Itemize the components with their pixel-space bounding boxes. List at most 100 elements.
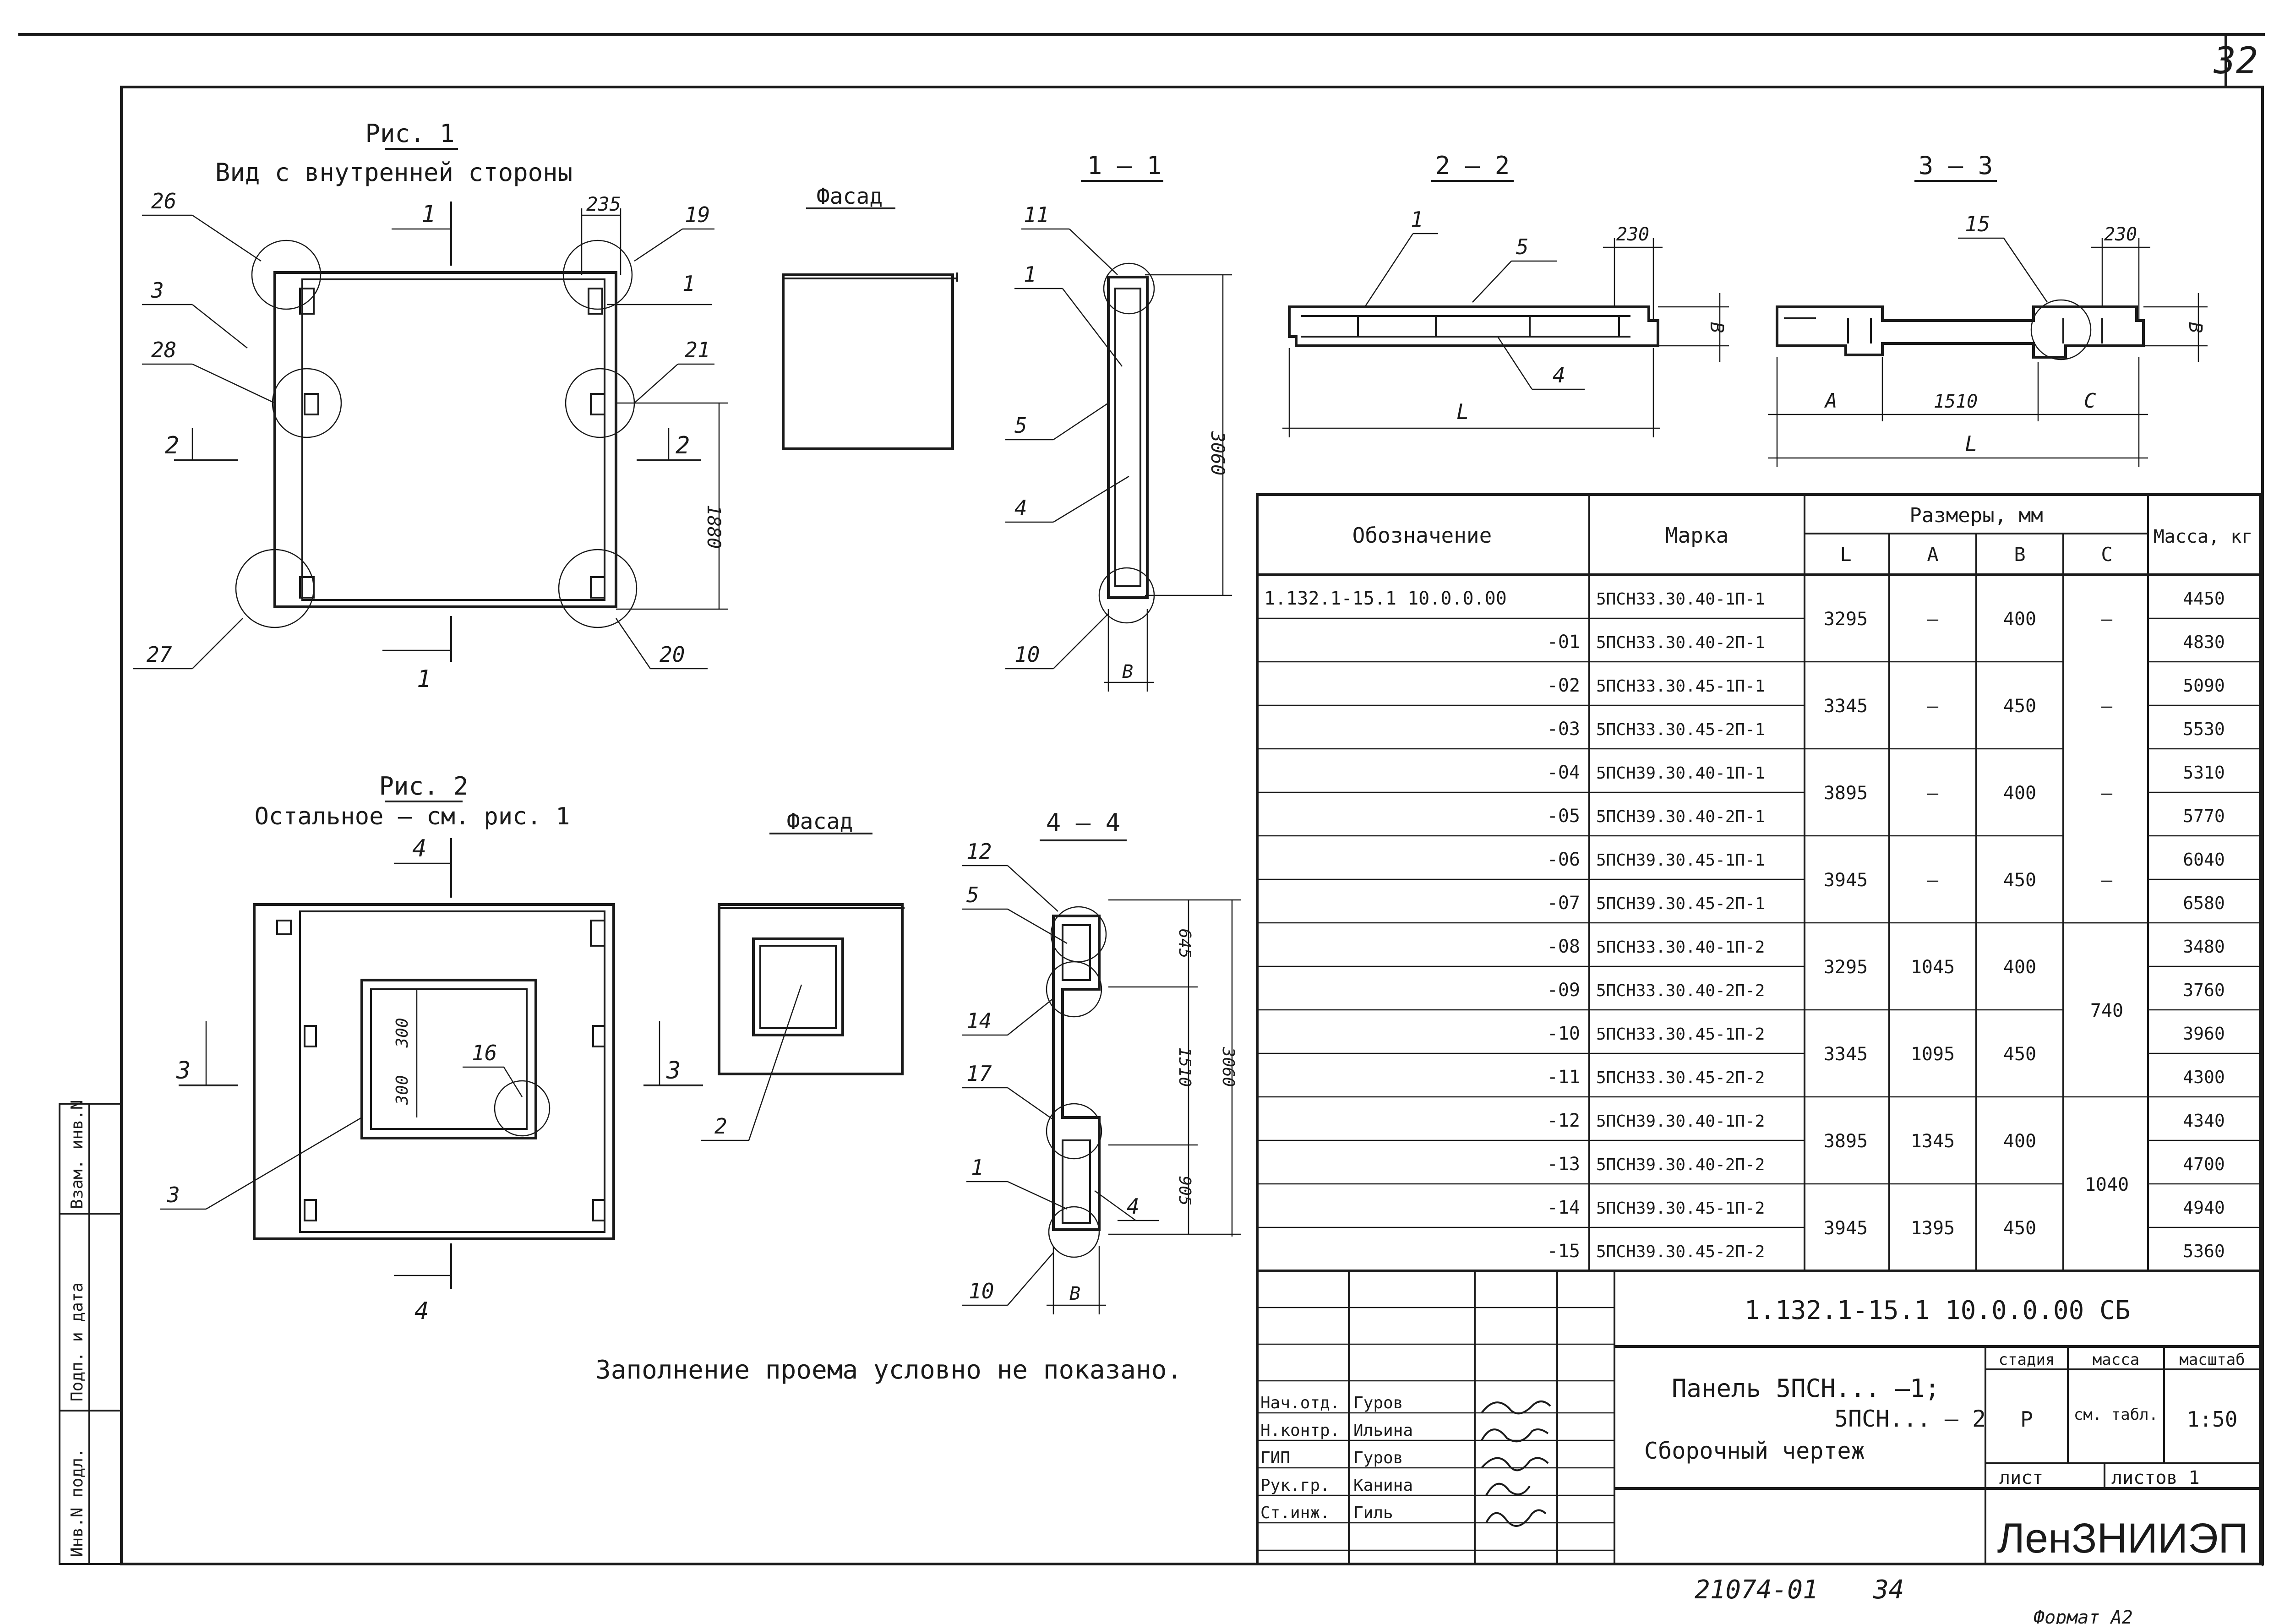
stage-value: Р — [2020, 1407, 2033, 1432]
fig1-dim-235: 235 — [586, 193, 621, 215]
page-number: 32 — [2214, 39, 2258, 82]
section11-callout-1: 1 — [1024, 262, 1036, 287]
person-name: Гуров — [1353, 1394, 1403, 1412]
figure-1: Рис. 1 Вид с внутренней стороны 235 1880 — [133, 119, 728, 693]
stamp-label-3: Взам. инв.N — [68, 1100, 87, 1209]
section33-dim-1510: 1510 — [1934, 391, 1978, 412]
table-cell-mark: 5ПСН39.30.45-2П-1 — [1596, 894, 1765, 913]
person-role: Н.контр. — [1260, 1421, 1340, 1440]
table-cell-mark: 5ПСН33.30.45-1П-1 — [1596, 677, 1765, 696]
fig1-callout-27: 27 — [147, 642, 172, 667]
fig1-dim-1880: 1880 — [703, 505, 724, 549]
section44-callout-4: 4 — [1127, 1194, 1140, 1219]
table-cell-l: 3295 — [1824, 609, 1868, 630]
table-cell-designation: -10 — [1547, 1023, 1580, 1044]
bottom-num: 34 — [1873, 1575, 1904, 1605]
scale-label: масштаб — [2179, 1351, 2245, 1369]
table-cell-b: 450 — [2003, 696, 2036, 717]
table-cell-a: 1345 — [1911, 1131, 1955, 1152]
table-cell-b: 400 — [2003, 957, 2036, 978]
table-cell-mass: 5770 — [2183, 806, 2225, 826]
section33-dim-c: С — [2084, 389, 2096, 413]
table-cell-mark: 5ПСН39.30.45-1П-1 — [1596, 851, 1765, 870]
section11-callout-11: 11 — [1024, 202, 1049, 227]
section44-callout-5: 5 — [966, 883, 979, 907]
table-cell-mark: 5ПСН33.30.40-1П-1 — [1596, 590, 1765, 609]
section33-dim-l: L — [1965, 431, 1978, 456]
table-cell-l: 3945 — [1824, 1218, 1868, 1239]
table-cell-mass: 6580 — [2183, 893, 2225, 913]
bottom-format: Формат А2 — [2034, 1607, 2133, 1624]
table-cell-a: 1045 — [1911, 957, 1955, 978]
table-cell-a: — — [1927, 609, 1939, 630]
section22-callout-4: 4 — [1553, 363, 1565, 387]
fig2-sec3-right: 3 — [666, 1057, 681, 1084]
spec-table: 1.132.1-15.1 10.0.0.00 5ПСН33.30.40-1П-1 4… — [1256, 493, 2262, 1272]
table-cell-mark: 5ПСН33.30.45-1П-2 — [1596, 1025, 1765, 1044]
section33-callout-15: 15 — [1965, 212, 1990, 236]
fig2-dim-300a: 300 — [393, 1018, 412, 1048]
table-cell-l: 3945 — [1824, 870, 1868, 891]
table-cell-mark: 5ПСН39.30.40-2П-2 — [1596, 1155, 1765, 1174]
fig1-callout-28: 28 — [151, 338, 176, 362]
section22-callout-5: 5 — [1516, 234, 1529, 259]
table-cell-designation: 1.132.1-15.1 10.0.0.00 — [1264, 588, 1507, 609]
table-cell-mark: 5ПСН39.30.45-2П-2 — [1596, 1243, 1765, 1261]
note-text: Заполнение проема условно не показано. — [595, 1355, 1182, 1385]
th-B: В — [2014, 543, 2025, 566]
table-cell-designation: -08 — [1547, 936, 1580, 957]
table-cell-mass: 4940 — [2183, 1198, 2225, 1218]
section11-title: 1 – 1 — [1087, 151, 1162, 180]
fig2-sec3-left: 3 — [176, 1057, 191, 1084]
table-cell-designation: -09 — [1547, 980, 1580, 1001]
table-cell-mark: 5ПСН39.30.40-2П-1 — [1596, 807, 1765, 826]
stage-label: стадия — [1999, 1351, 2055, 1369]
section33-dim-230: 230 — [2104, 224, 2137, 245]
section44-callout-10: 10 — [969, 1279, 994, 1303]
signature-2 — [1481, 1428, 1549, 1443]
title-line3: Сборочный чертеж — [1644, 1438, 1865, 1464]
signature-1 — [1481, 1401, 1551, 1415]
section-4-4: 4 – 4 645 1510 905 3060 В 12 5 14 17 1 1 — [962, 808, 1241, 1314]
fig1-subtitle: Вид с внутренней стороны — [215, 158, 572, 187]
table-cell-mass: 5530 — [2183, 719, 2225, 739]
section44-dim-905: 905 — [1175, 1176, 1194, 1205]
table-cell-a: — — [1927, 870, 1939, 891]
table-cell-b: 450 — [2003, 1044, 2036, 1065]
section-1-1: 1 – 1 3060 В 11 1 5 4 10 — [1005, 151, 1232, 692]
sheet-label: лист — [1999, 1467, 2043, 1488]
table-cell-l: 3895 — [1824, 783, 1868, 804]
table-cell-l: 3295 — [1824, 957, 1868, 978]
facade2-title: Фасад — [787, 809, 853, 834]
table-cell-a: — — [1927, 696, 1939, 717]
fig2-sec4-top: 4 — [412, 835, 426, 862]
section44-callout-14: 14 — [966, 1008, 992, 1033]
table-cell-c: — — [2101, 870, 2113, 891]
sheet-frame: 32 — [18, 33, 2265, 1566]
table-cell-designation: -15 — [1547, 1241, 1580, 1262]
fig1-callout-26: 26 — [151, 189, 176, 213]
table-cell-mass: 4450 — [2183, 589, 2225, 609]
fig1-sec2-right: 2 — [676, 432, 690, 459]
table-cell-c-merged: 740 — [2090, 1000, 2123, 1021]
title-block: 1.132.1-15.1 10.0.0.00 СБ Панель 5ПСН...… — [1256, 1270, 2262, 1565]
th-designation: Обозначение — [1352, 523, 1492, 548]
table-cell-b: 400 — [2003, 609, 2036, 630]
table-cell-mass: 5310 — [2183, 763, 2225, 783]
table-cell-b: 450 — [2003, 870, 2036, 891]
section44-callout-17: 17 — [966, 1061, 992, 1086]
section44-title: 4 – 4 — [1046, 808, 1121, 837]
fig2-sec4-bot: 4 — [414, 1297, 429, 1325]
table-cell-c-merged: 1040 — [2085, 1174, 2129, 1195]
section44-dim-3060: 3060 — [1219, 1047, 1238, 1087]
person-role: ГИП — [1260, 1449, 1290, 1467]
fig2-callout-16: 16 — [472, 1041, 497, 1065]
section44-dim-1510: 1510 — [1175, 1047, 1194, 1087]
table-cell-a: 1395 — [1911, 1218, 1955, 1239]
figure-2: Рис. 2 Остальное – см. рис. 1 300 300 4 … — [160, 772, 703, 1325]
table-cell-mark: 5ПСН33.30.40-2П-2 — [1596, 981, 1765, 1000]
left-stamp: Инв.N подл. Подп. и дата Взам. инв.N — [59, 1100, 122, 1565]
table-cell-mark: 5ПСН39.30.40-1П-1 — [1596, 764, 1765, 783]
table-cell-mark: 5ПСН39.30.45-1П-2 — [1596, 1199, 1765, 1218]
mass-value: см. табл. — [2074, 1406, 2158, 1424]
